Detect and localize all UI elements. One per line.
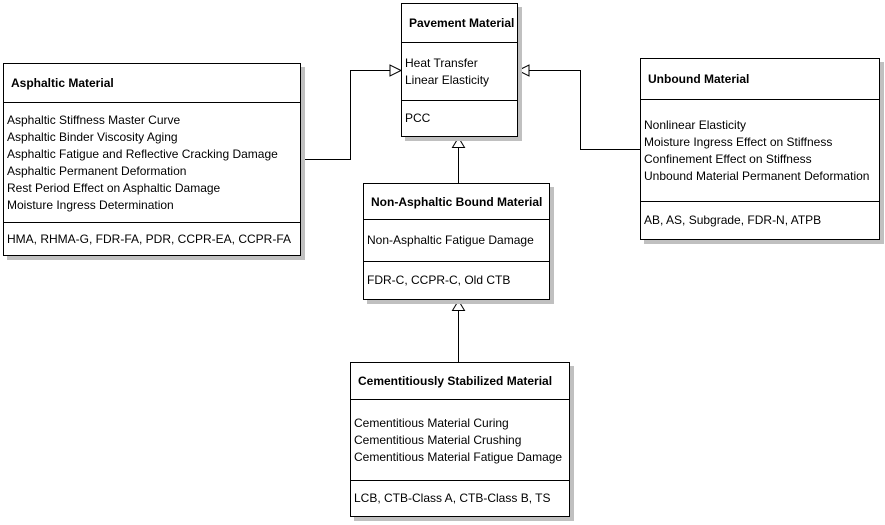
types-item: FDR-C, CCPR-C, Old CTB <box>367 273 511 287</box>
behavior-item: Rest Period Effect on Asphaltic Damage <box>7 180 221 195</box>
edge-cementitious-to-nonasphaltic <box>451 299 466 362</box>
class-behaviors-section: Non-Asphaltic Fatigue Damage <box>364 219 549 261</box>
class-types-section: LCB, CTB-Class A, CTB-Class B, TS <box>351 480 569 516</box>
edge-unbound-to-pavement <box>516 64 640 150</box>
class-behaviors-section: Cementitious Material Curing Cementitiou… <box>351 399 569 480</box>
edge-nonasphaltic-to-pavement <box>451 136 466 183</box>
types-item: PCC <box>405 111 431 125</box>
generalization-arrowhead-icon <box>389 64 403 77</box>
behavior-item: Asphaltic Binder Viscosity Aging <box>7 129 178 144</box>
behavior-item: Moisture Ingress Determination <box>7 197 174 212</box>
class-box-non-asphaltic-bound-material: Non-Asphaltic Bound Material Non-Asphalt… <box>363 183 550 300</box>
class-box-unbound-material: Unbound Material Nonlinear Elasticity Mo… <box>640 58 880 240</box>
behavior-item: Moisture Ingress Effect on Stiffness <box>644 134 833 149</box>
class-box-asphaltic-material: Asphaltic Material Asphaltic Stiffness M… <box>3 63 301 256</box>
class-behaviors-section: Asphaltic Stiffness Master Curve Asphalt… <box>4 102 300 222</box>
class-title: Pavement Material <box>409 16 515 30</box>
generalization-arrowhead-icon <box>451 136 466 148</box>
behavior-item: Nonlinear Elasticity <box>644 117 747 132</box>
behavior-item: Cementitious Material Fatigue Damage <box>354 449 563 464</box>
class-types-section: FDR-C, CCPR-C, Old CTB <box>364 261 549 299</box>
generalization-arrowhead-icon <box>451 299 466 311</box>
class-types-section: AB, AS, Subgrade, FDR-N, ATPB <box>641 201 879 239</box>
edge-asphaltic-to-pavement <box>301 64 403 160</box>
behavior-item: Linear Elasticity <box>405 72 490 87</box>
types-item: LCB, CTB-Class A, CTB-Class B, TS <box>354 491 551 505</box>
class-types-section: PCC <box>402 100 517 136</box>
generalization-arrowhead-icon <box>516 64 530 77</box>
class-behaviors-section: Heat Transfer Linear Elasticity <box>402 42 517 100</box>
class-box-cementitiously-stabilized-material: Cementitiously Stabilized Material Cemen… <box>350 362 570 517</box>
class-title: Asphaltic Material <box>11 76 114 90</box>
class-title: Non-Asphaltic Bound Material <box>371 194 543 209</box>
class-title: Cementitiously Stabilized Material <box>358 374 553 388</box>
behavior-item: Asphaltic Stiffness Master Curve <box>7 112 181 127</box>
types-item: AB, AS, Subgrade, FDR-N, ATPB <box>644 213 822 227</box>
class-types-section: HMA, RHMA-G, FDR-FA, PDR, CCPR-EA, CCPR-… <box>4 222 300 255</box>
behavior-item: Asphaltic Fatigue and Reflective Crackin… <box>7 146 278 161</box>
behavior-item: Asphaltic Permanent Deformation <box>7 163 187 178</box>
behavior-item: Heat Transfer <box>405 55 478 70</box>
class-box-pavement-material: Pavement Material Heat Transfer Linear E… <box>401 3 518 137</box>
behavior-item: Cementitious Material Curing <box>354 415 509 430</box>
behavior-item: Non-Asphaltic Fatigue Damage <box>367 233 534 247</box>
class-behaviors-section: Nonlinear Elasticity Moisture Ingress Ef… <box>641 99 879 201</box>
class-title: Unbound Material <box>648 72 750 86</box>
types-item: HMA, RHMA-G, FDR-FA, PDR, CCPR-EA, CCPR-… <box>7 231 292 246</box>
behavior-item: Unbound Material Permanent Deformation <box>644 168 870 183</box>
behavior-item: Confinement Effect on Stiffness <box>644 151 812 166</box>
behavior-item: Cementitious Material Crushing <box>354 432 522 447</box>
